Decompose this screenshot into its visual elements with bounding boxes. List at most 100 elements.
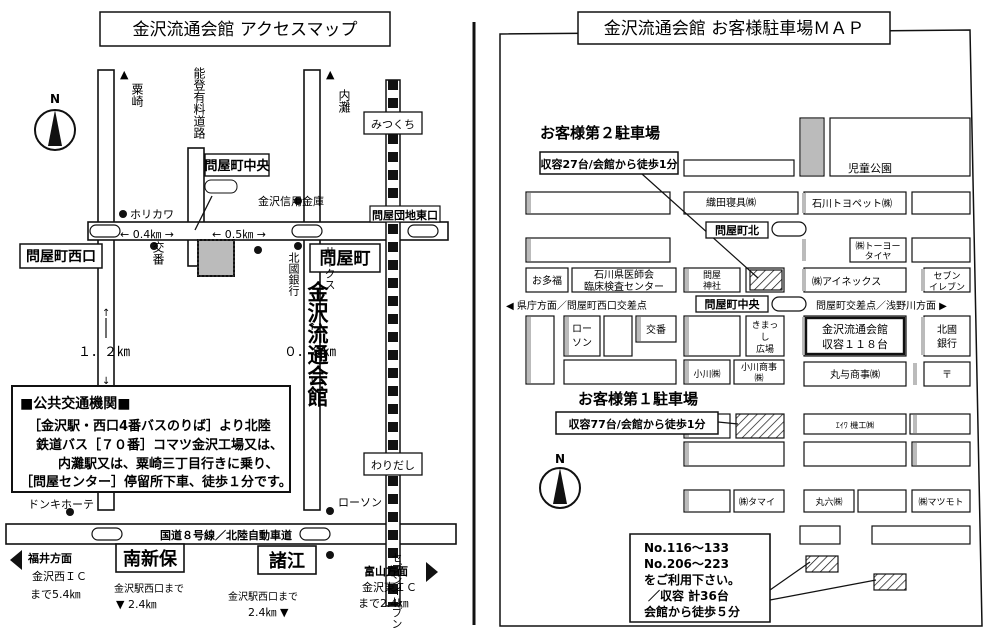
parking-lot-3a[interactable]	[805, 555, 839, 573]
svg-text:↑: ↑	[102, 308, 110, 319]
building-kimasshi-1: きまっ	[752, 320, 779, 331]
signal-north	[771, 221, 807, 237]
toyama-label: 富山方面	[364, 564, 408, 578]
building-toyo-tire-2: タイヤ	[865, 251, 892, 262]
station-waridashi	[363, 452, 423, 476]
signal-chuo-box	[695, 295, 769, 313]
station-mitsukuchi	[363, 111, 423, 135]
station-waridashi-label: わりだし	[371, 459, 415, 472]
building-oda: 織田寝具㈱	[706, 196, 756, 209]
intersection-chuo-box	[204, 153, 270, 177]
venue-parking-name: 金沢流通会館	[822, 322, 888, 336]
dot-circus	[294, 242, 302, 250]
building-ogawa-shoji-1: 小川商事	[741, 361, 777, 373]
landmark-koban: 交番	[141, 240, 165, 266]
compass-right: N	[539, 452, 581, 509]
parking-map-title-box	[577, 11, 891, 45]
building-ishikawa-med-2: 臨床検査センター	[584, 280, 664, 293]
building-hokkoku-1: 北國	[937, 324, 957, 336]
parking-map-title: 金沢流通会館 お客様駐車場ＭＡＰ	[604, 19, 864, 39]
direction-right: 問屋町交差点／浅野川方面 ▶	[816, 299, 947, 312]
access-map-title: 金沢流通会館 アクセスマップ	[132, 20, 357, 40]
access-map: 金沢流通会館 アクセスマップ みつくち わりだし 金沢流通会館	[5, 11, 520, 628]
transit-line-2: 鉄道バス［７０番］コマツ金沢工場又は、	[36, 437, 283, 453]
distance-0-8: ０．８㎞	[284, 345, 336, 360]
fukui-label: 福井方面	[27, 551, 72, 565]
road-label-uchinada: 内灘	[327, 89, 351, 113]
building-ishikawa-toyopet: 石川トヨペット㈱	[812, 198, 892, 210]
intersection-minamishinbo-box	[115, 543, 185, 573]
intersection-nishi-box	[19, 243, 103, 269]
parking-lot-3-box	[629, 533, 771, 623]
nishiguchi-b-label: 金沢駅西口まで	[228, 590, 298, 603]
dot-donki	[66, 508, 74, 516]
roads	[5, 69, 457, 545]
building-koban: 交番	[646, 323, 666, 336]
parking-lot-2-title: お客様第２駐車場	[540, 124, 660, 142]
arrow-toyama	[426, 562, 438, 582]
building-hokkoku-2: 銀行	[937, 337, 957, 350]
intersection-danchi: 問屋団地東口	[372, 208, 438, 222]
building-otafuku: お多福	[532, 274, 562, 287]
signal-north-label: 問屋町北	[715, 223, 759, 237]
building-maruyo: 丸与商事㈱	[830, 368, 880, 381]
arrow-up-noto: ▲	[120, 68, 129, 81]
access-map-title-box	[99, 11, 391, 47]
parking-lot-3-line-1: No.116～133	[644, 541, 729, 555]
signal-chuo-label: 問屋町中央	[705, 297, 761, 311]
building-seven-2: イレブン	[929, 281, 965, 293]
building-kimasshi-3: 広場	[756, 343, 774, 355]
parking-lot-3b[interactable]	[873, 573, 907, 591]
landmark-shinkin: 金沢信用金庫	[258, 194, 324, 208]
road-tonyamachi	[87, 221, 449, 241]
parking-lot-1[interactable]	[735, 413, 785, 439]
signal-chuo-light	[771, 296, 807, 312]
arrow-up-uchinada: ▲	[326, 68, 335, 81]
dot-lawson	[326, 507, 334, 515]
intersection-danchi-box	[369, 205, 441, 223]
building-toyo-tire-1: ㈱トーヨー	[855, 240, 900, 252]
intersection-main-box	[309, 243, 381, 273]
building-tamai: ㈱タマイ	[739, 496, 775, 508]
parking-lot-2[interactable]	[749, 269, 783, 291]
direction-left: ◀ 県庁方面／問屋町西口交差点	[506, 299, 647, 312]
building-ogawa: 小川㈱	[693, 368, 720, 380]
dot-koban	[150, 242, 158, 250]
distance-1-2: １．２㎞	[78, 345, 130, 360]
parking-lot-1-title: お客様第１駐車場	[578, 390, 698, 408]
landmark-lawson: ローソン	[338, 496, 382, 509]
road-label-noto: 能登有料道路	[134, 67, 206, 140]
road-label-awagasaki: 粟崎	[120, 83, 144, 107]
signal-chuo	[204, 179, 238, 194]
building-matsumoto: ㈱マツモト	[918, 496, 963, 508]
building-shrine-1: 問屋	[703, 270, 721, 281]
dot-horikawa	[119, 210, 127, 218]
transit-info-box	[11, 385, 291, 493]
north-label: N	[50, 92, 60, 106]
intersection-chuo: 問屋町中央	[204, 158, 270, 174]
building-seven-1: セブン	[933, 270, 960, 282]
landmark-horikawa: ホリカワ	[130, 208, 174, 221]
building-park: 児童公園	[848, 161, 892, 175]
parking-map: 金沢流通会館 お客様駐車場ＭＡＰ	[499, 11, 983, 627]
parking-lot-2-detail: 収容27台/会館から徒歩1分	[541, 157, 678, 171]
north-label-right: N	[555, 452, 565, 466]
intersection-moroe-box	[257, 545, 317, 575]
building-ishikawa-med-1: 石川県医師会	[594, 268, 654, 281]
distance-0-5: ← 0.5㎞ →	[212, 228, 266, 241]
post-office-icon: 〒	[942, 370, 952, 381]
nishiguchi-b-distance: 2.4㎞ ▼	[248, 606, 289, 619]
compass-left: N	[34, 92, 76, 151]
building-lawson-2: ソン	[572, 338, 592, 349]
dot-seven	[326, 551, 334, 559]
station-mitsukuchi-label: みつくち	[371, 118, 415, 131]
nishiguchi-a-label: 金沢駅西口まで	[114, 582, 184, 595]
landmark-donki: ドンキホーテ	[28, 498, 94, 511]
transit-heading: ■公共交通機関■	[20, 395, 130, 412]
building-maruroku: 丸六㈱	[815, 496, 842, 508]
building-ogawa-shoji-2: ㈱	[754, 372, 763, 384]
parking-lot-2-detail-box	[539, 151, 679, 175]
parking-lot-1-detail-box	[555, 411, 719, 435]
toyama-distance: まで2.4㎞	[358, 597, 409, 610]
building-lawson-1: ロー	[572, 324, 592, 335]
